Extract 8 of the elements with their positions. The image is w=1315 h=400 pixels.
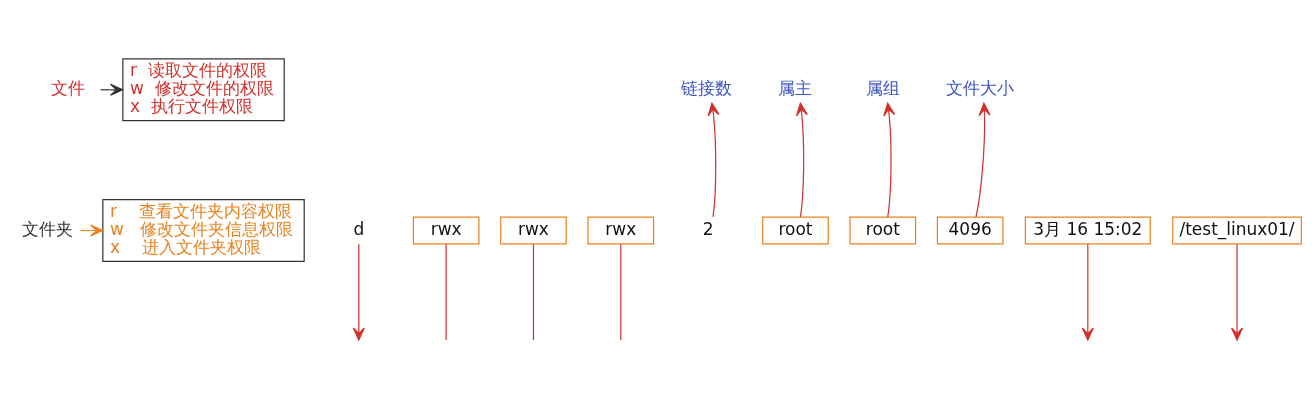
node-text: 文件夹	[21, 218, 73, 239]
node-text: 属组	[865, 78, 900, 99]
node-text: 文件大小	[945, 78, 1014, 99]
node-text: 链接数	[681, 78, 733, 99]
node-text: 2	[702, 218, 714, 239]
node-text: d	[353, 218, 365, 239]
node-text: 文件	[50, 78, 85, 99]
node-text: 属主	[778, 78, 813, 99]
